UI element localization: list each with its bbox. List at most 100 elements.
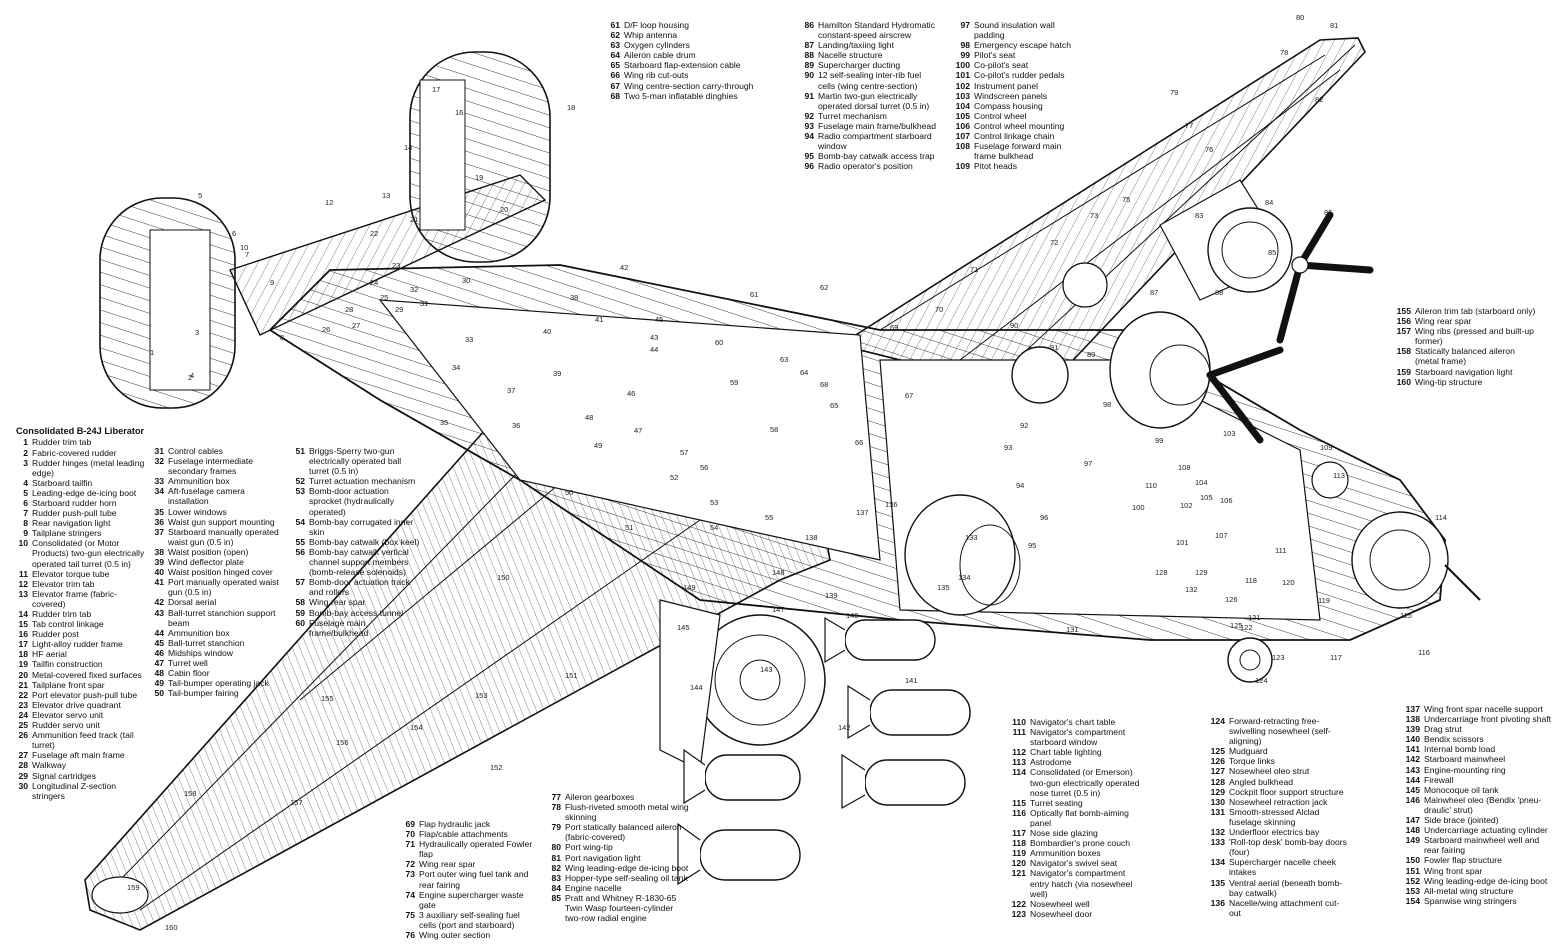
- key-number: 74: [405, 889, 415, 900]
- key-description: Mudguard: [1229, 746, 1268, 757]
- key-description: Emergency escape hatch: [974, 40, 1071, 51]
- callout-85: 85: [1268, 248, 1276, 257]
- key-description: Wind deflector plate: [168, 557, 244, 568]
- key-description: D/F loop housing: [624, 20, 689, 30]
- key-number: 31: [154, 446, 164, 456]
- callout-118: 118: [1245, 576, 1257, 585]
- callout-88: 88: [1215, 288, 1223, 297]
- key-number: 138: [1405, 714, 1420, 725]
- callout-98: 98: [1103, 400, 1111, 409]
- key-description: Consolidated (or Motor Products) two-gun…: [32, 538, 145, 569]
- key-description: Lower windows: [168, 506, 227, 517]
- key-number: 54: [295, 516, 305, 527]
- key-number: 73: [405, 869, 415, 880]
- callout-19: 19: [475, 173, 483, 182]
- key-description: Fuselage aft main frame: [32, 750, 125, 761]
- key-description: Oxygen cylinders: [624, 40, 690, 51]
- callout-134: 134: [958, 573, 971, 582]
- key-number: 145: [1405, 784, 1420, 795]
- callout-92: 92: [1020, 421, 1028, 430]
- callout-104: 104: [1195, 478, 1208, 487]
- callout-60: 60: [715, 338, 723, 347]
- callout-125: 125: [1230, 621, 1243, 630]
- key-description: Port navigation light: [565, 852, 641, 863]
- key-number: 149: [1405, 835, 1420, 846]
- key-description: Rudder post: [32, 629, 79, 640]
- key-description: All-metal wing structure: [1424, 885, 1514, 896]
- callout-115: 115: [1400, 611, 1412, 620]
- key-number: 69: [405, 819, 415, 829]
- key-number: 152: [1405, 875, 1420, 886]
- key-description: Hamilton Standard Hydromatic constant-sp…: [818, 20, 936, 41]
- key-number: 140: [1405, 734, 1420, 745]
- key-number: 82: [551, 862, 561, 873]
- callout-66: 66: [855, 438, 863, 447]
- key-description: Elevator torque tube: [32, 568, 110, 579]
- callout-47: 47: [634, 426, 642, 435]
- callout-150: 150: [497, 573, 510, 582]
- callout-75: 75: [1122, 195, 1130, 204]
- key-number: 132: [1210, 827, 1225, 838]
- key-number: 10: [18, 538, 28, 549]
- key-description: Flap/cable attachments: [419, 829, 508, 840]
- key-description: Astrodome: [1030, 757, 1072, 768]
- callout-121: 121: [1248, 613, 1261, 622]
- callout-49: 49: [594, 441, 602, 450]
- key-number: 148: [1405, 825, 1420, 836]
- key-description: Wing rear spar: [419, 859, 476, 870]
- key-number: 111: [1012, 727, 1026, 738]
- key-number: 87: [804, 40, 814, 51]
- key-description: 3 auxiliary self-sealing fuel cells (por…: [419, 909, 520, 930]
- key-number: 53: [295, 486, 305, 497]
- key-number: 30: [18, 780, 28, 791]
- key-number: 103: [955, 90, 970, 101]
- key-number: 133: [1210, 837, 1225, 848]
- key-description: Elevator frame (fabric-covered): [32, 588, 118, 609]
- key-description: Starboard manually operated waist gun (0…: [168, 526, 279, 547]
- key-number: 50: [154, 688, 164, 699]
- key-number: 136: [1210, 897, 1225, 908]
- callout-126: 126: [1225, 595, 1238, 604]
- key-description: Drag strut: [1424, 724, 1462, 735]
- callout-108: 108: [1178, 463, 1191, 472]
- key-description: Optically flat bomb-aiming panel: [1030, 807, 1129, 828]
- key-description: Starboard mainwheel well and rear fairin…: [1424, 835, 1540, 856]
- key-description: Light-alloy rudder frame: [32, 639, 123, 650]
- key-number: 114: [1012, 767, 1026, 778]
- callout-109: 109: [1320, 443, 1333, 452]
- key-description: Wing centre-section carry-through: [624, 80, 754, 91]
- callout-44: 44: [650, 345, 658, 354]
- key-number: 159: [1396, 366, 1411, 377]
- key-number: 156: [1396, 316, 1411, 327]
